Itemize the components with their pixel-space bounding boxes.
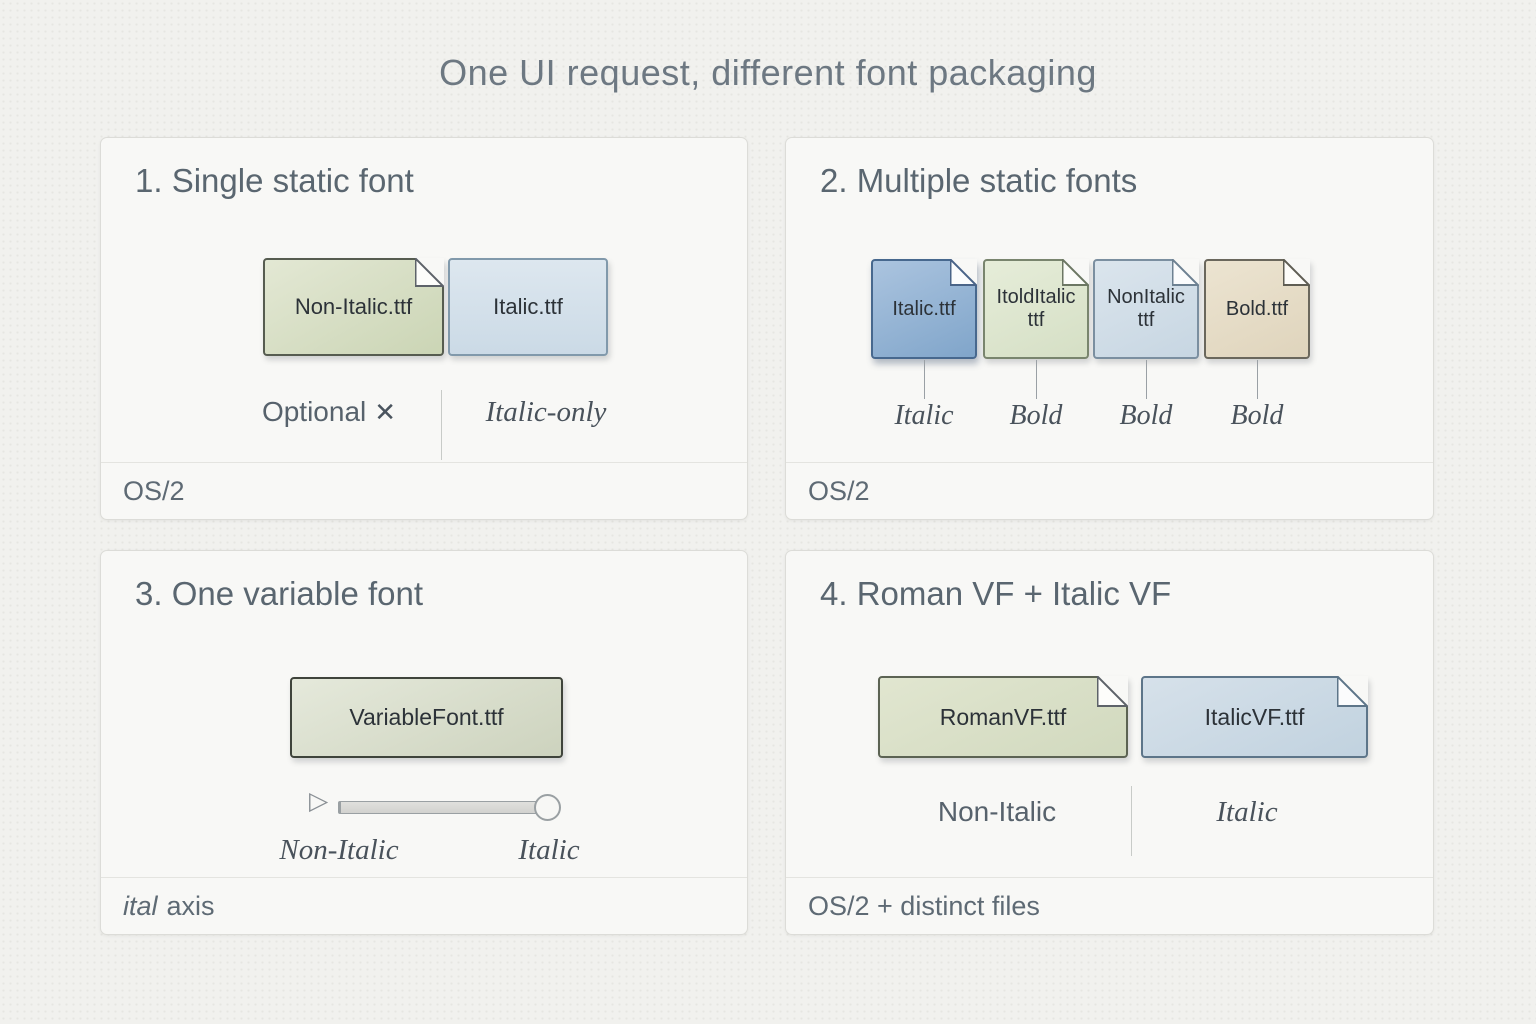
folded-corner-icon xyxy=(950,259,977,286)
font-file-label: VariableFont.ttf xyxy=(349,704,504,730)
font-file-italic: Italic.ttf xyxy=(448,258,608,356)
connector-line xyxy=(1257,360,1258,399)
panel-heading: 4. Roman VF + Italic VF xyxy=(820,575,1172,612)
panel-single-static-font: 1. Single static font Non-Italic.ttf Ita… xyxy=(100,137,748,520)
folded-corner-icon xyxy=(415,258,444,287)
panel-one-variable-font: 3. One variable font VariableFont.ttf ▷ … xyxy=(100,550,748,935)
font-file-bold-italic: ItoldItalic ttf xyxy=(983,259,1089,359)
annotation-optional: Optional✕ xyxy=(261,396,397,427)
folded-corner-icon xyxy=(1283,259,1310,286)
font-file-label: ItalicVF.ttf xyxy=(1204,703,1305,730)
panel-heading: 2. Multiple static fonts xyxy=(820,162,1138,199)
panel-roman-vf-italic-vf: 4. Roman VF + Italic VF RomanVF.ttf Ital… xyxy=(785,550,1434,935)
connector-line xyxy=(1036,360,1037,399)
font-file-label: Italic.ttf xyxy=(892,297,956,320)
font-file-label: RomanVF.ttf xyxy=(939,703,1067,730)
ital-axis-slider-track[interactable] xyxy=(338,801,547,814)
slider-pointer-icon: ▷ xyxy=(309,787,329,815)
panel-footer: OS/2 xyxy=(101,462,747,519)
panel-footer: OS/2 xyxy=(786,462,1433,519)
connector-line xyxy=(924,360,925,399)
style-tag: Bold xyxy=(1009,400,1063,431)
slider-start-label: Non-Italic xyxy=(279,834,399,866)
folded-corner-icon xyxy=(1337,676,1368,707)
font-file-label: Bold.ttf xyxy=(1225,297,1289,320)
divider xyxy=(1131,786,1132,856)
panel-heading: 3. One variable font xyxy=(135,575,424,612)
font-file-bold: Bold.ttf xyxy=(1204,259,1310,359)
panel-footer: ital axis xyxy=(101,877,747,934)
x-icon: ✕ xyxy=(374,397,397,427)
divider xyxy=(441,390,442,460)
font-file-non-italic: Non-Italic.ttf xyxy=(263,258,444,356)
style-tag: Italic xyxy=(894,400,954,431)
page-title: One UI request, different font packaging xyxy=(439,52,1097,93)
font-file-roman-vf: RomanVF.ttf xyxy=(878,676,1128,758)
font-file-label: NonItalic ttf xyxy=(1107,286,1185,331)
panel-heading: 1. Single static font xyxy=(135,162,414,199)
panel-multiple-static-fonts: 2. Multiple static fonts Italic.ttf Itol… xyxy=(785,137,1434,520)
panel-footer: OS/2 + distinct files xyxy=(786,877,1433,934)
style-tag: Bold xyxy=(1119,400,1173,431)
font-file-label: Non-Italic.ttf xyxy=(294,294,413,319)
folded-corner-icon xyxy=(1172,259,1199,286)
font-file-label: ItoldItalic ttf xyxy=(996,286,1076,331)
folded-corner-icon xyxy=(1097,676,1128,707)
annotation-italic-only: Italic-only xyxy=(485,396,607,428)
font-file-italic: Italic.ttf xyxy=(871,259,977,359)
annotation-italic: Italic xyxy=(1216,796,1278,828)
font-file-non-italic: NonItalic ttf xyxy=(1093,259,1199,359)
folded-corner-icon xyxy=(1062,259,1089,286)
font-file-variable: VariableFont.ttf xyxy=(290,677,563,758)
slider-end-label: Italic xyxy=(518,834,580,866)
font-file-italic-vf: ItalicVF.ttf xyxy=(1141,676,1368,758)
connector-line xyxy=(1146,360,1147,399)
font-file-label: Italic.ttf xyxy=(493,294,563,319)
annotation-non-italic: Non-Italic xyxy=(937,796,1057,827)
ital-axis-slider-handle[interactable] xyxy=(534,794,561,821)
style-tag: Bold xyxy=(1230,400,1284,431)
footer-axis: axis xyxy=(166,890,215,921)
footer-ital: ital xyxy=(123,890,158,921)
